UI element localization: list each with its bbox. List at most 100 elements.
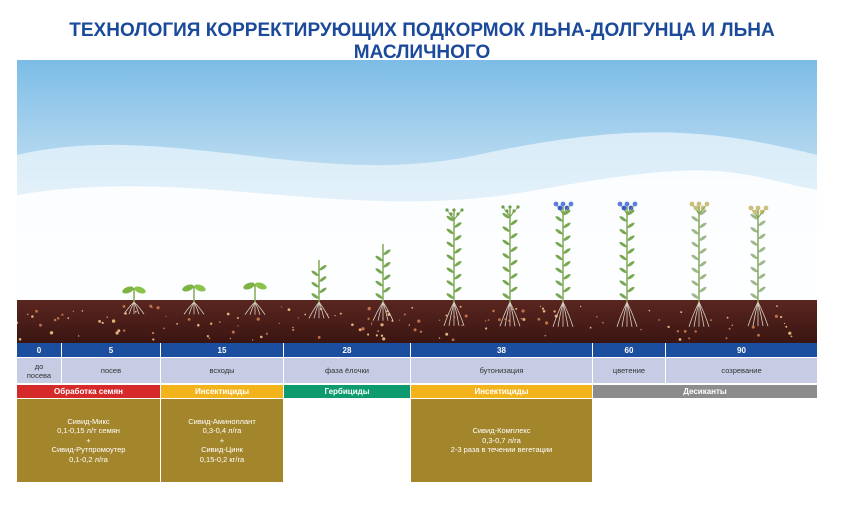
soil-speck [339, 312, 342, 315]
product-line: 0,1-0,2 л/га [69, 454, 108, 464]
soil-speck [370, 322, 373, 324]
soil-speck [361, 327, 365, 331]
soil-speck [757, 333, 760, 337]
phase-label: цветение [612, 366, 646, 375]
phase-label: созревание [721, 366, 762, 375]
soil-speck [648, 309, 651, 312]
day-cell: 15 [161, 343, 284, 357]
soil-speck [380, 323, 384, 327]
soil-speck [520, 317, 523, 320]
soil-speck [579, 305, 582, 308]
soil-speck [229, 337, 231, 340]
treatment-herbicides: Гербициды [284, 385, 411, 398]
treatment-insecticides: Инсектициды [161, 385, 284, 398]
soil-speck [751, 325, 755, 329]
soil-speck [256, 317, 260, 321]
soil-speck [731, 324, 733, 326]
flax-plant [552, 201, 574, 327]
soil-speck [521, 309, 525, 313]
soil-speck [640, 328, 642, 331]
phase-cell: всходы [161, 358, 284, 383]
soil-speck [317, 336, 321, 339]
flax-plant [182, 284, 206, 315]
cloud-wave-2 [17, 170, 817, 305]
soil-speck [710, 319, 712, 322]
treatment-insecticides-2: Инсектициды [411, 385, 593, 398]
day-cell: 60 [593, 343, 666, 357]
soil-speck [788, 331, 792, 335]
soil-speck [485, 327, 488, 330]
soil-speck [403, 313, 406, 316]
soil-speck [438, 337, 441, 339]
soil-speck [776, 305, 778, 307]
soil-speck [542, 309, 546, 313]
product-line: 0,3-0,4 л/га [202, 426, 242, 436]
soil-speck [98, 320, 101, 323]
soil-speck [445, 314, 448, 317]
soil-speck [56, 317, 59, 319]
soil-speck [408, 324, 410, 326]
soil-speck [31, 315, 34, 318]
treatment-desiccants: Десиканты [593, 385, 817, 398]
product-line: 0,15-0,2 кг/га [199, 454, 245, 464]
soil-speck [725, 337, 728, 340]
product-box: Сивид-Аминоплант 0,3-0,4 л/га + Сивид-Ци… [161, 399, 284, 482]
phase-cell: созревание [666, 358, 817, 383]
soil-speck [380, 334, 384, 337]
soil-speck [351, 323, 354, 327]
soil-speck [367, 317, 370, 320]
product-box: Сивид-Комплекс 0,3-0,7 л/га 2-3 раза в т… [411, 399, 593, 482]
plant-growth-illustration [17, 60, 817, 343]
soil-speck [504, 318, 506, 320]
phase-cell: цветение [593, 358, 666, 383]
flax-plant [616, 201, 638, 327]
product-line: Сивид-Цинк [201, 445, 243, 455]
soil-speck [358, 328, 362, 332]
soil-speck [688, 337, 691, 340]
flax-plant [688, 201, 710, 327]
flax-plant [243, 282, 267, 315]
soil-speck [464, 314, 468, 318]
soil-speck [49, 331, 54, 335]
soil-speck [367, 333, 370, 336]
soil-speck [278, 322, 280, 325]
soil-speck [163, 327, 166, 330]
flax-plant [122, 286, 146, 315]
soil-speck [382, 337, 386, 341]
soil-speck [53, 318, 57, 322]
soil-speck [411, 306, 414, 309]
product-box: Сивид-Микс 0,1-0,15 л/т семян + Сивид-Ру… [17, 399, 161, 482]
soil-speck [484, 320, 487, 322]
soil-speck [375, 334, 378, 337]
soil-speck [377, 330, 380, 333]
soil-speck [265, 332, 268, 335]
day-cell: 5 [62, 343, 161, 357]
product-line: Сивид-Микс [67, 416, 110, 426]
soil-speck [297, 317, 300, 319]
soil-specks [17, 304, 793, 342]
soil-speck [149, 304, 153, 308]
soil-speck [111, 319, 116, 323]
soil-speck [231, 330, 235, 334]
flax-plant [308, 260, 330, 319]
treatments-row: Обработка семян Инсектициды Гербициды Ин… [17, 385, 817, 398]
soil-speck [78, 335, 80, 337]
soil-speck [785, 325, 788, 328]
soil-speck [461, 324, 463, 326]
soil-speck [124, 312, 127, 315]
soil-speck [658, 319, 660, 321]
soil-speck [539, 305, 542, 307]
soil-speck [445, 332, 449, 336]
plants [122, 201, 769, 327]
soil-speck [208, 337, 211, 340]
phase-cell: посев [62, 358, 161, 383]
day-cell: 38 [411, 343, 593, 357]
soil-speck [304, 313, 307, 316]
soil-speck [292, 326, 294, 329]
soil-speck [252, 339, 254, 341]
product-line: Сивид-Комплекс [472, 426, 531, 436]
soil-speck [498, 318, 501, 322]
soil-speck [236, 317, 239, 319]
product-box-empty [284, 399, 411, 482]
soil-speck [151, 331, 155, 335]
